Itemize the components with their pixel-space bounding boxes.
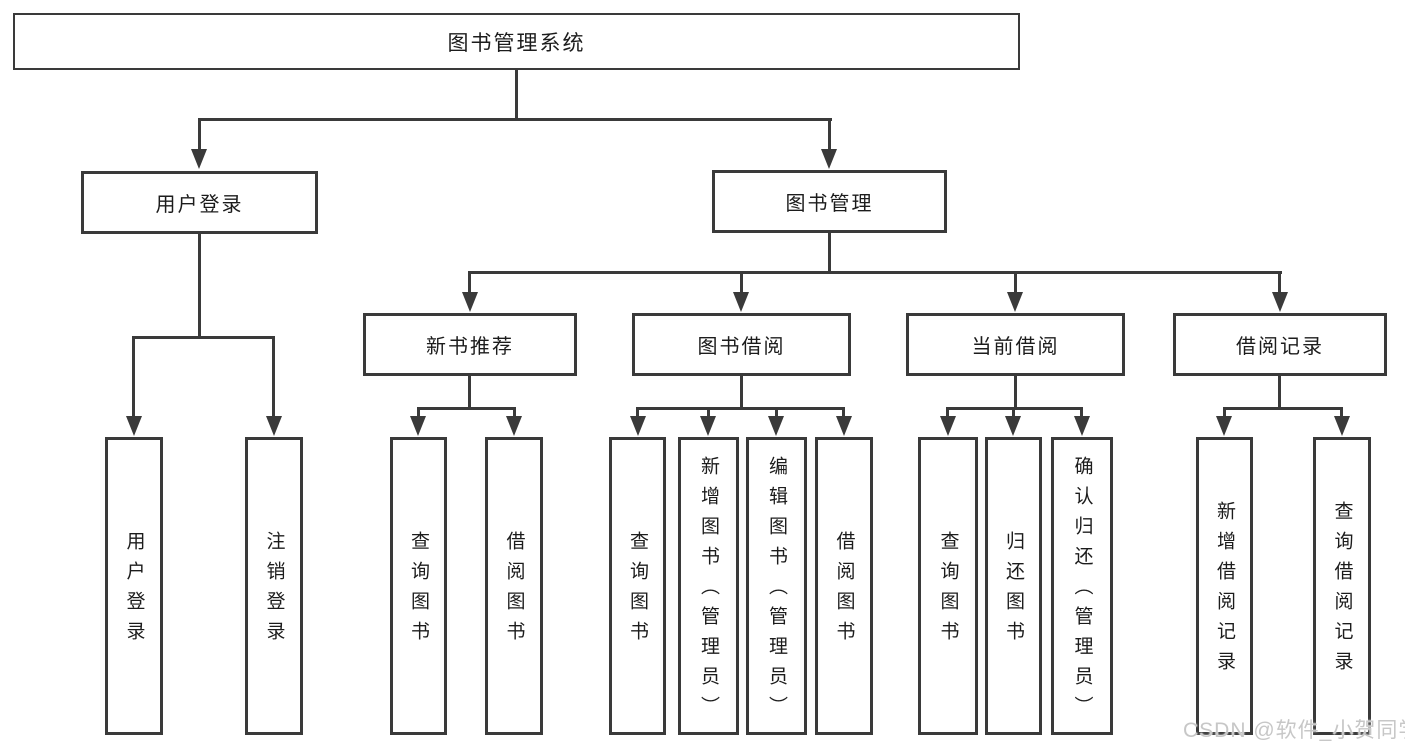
node-book-borrowing: 图书借阅 bbox=[632, 313, 851, 376]
node-root-system: 图书管理系统 bbox=[13, 13, 1020, 70]
connector-stem-records bbox=[1278, 271, 1281, 295]
arrow-down-logout-leaf bbox=[266, 416, 282, 436]
arrow-down-recd-leaf1 bbox=[1216, 416, 1232, 436]
connector-stem-recommend bbox=[468, 271, 471, 295]
connector-stem-user-login bbox=[198, 118, 201, 152]
connector-stem-recd-leaf2 bbox=[1340, 407, 1343, 420]
connector-records-riser bbox=[1278, 376, 1281, 407]
connector-stem-rec-leaf1 bbox=[417, 407, 420, 420]
node-search-book-recommend: 查询图书 bbox=[390, 437, 447, 735]
connector-stem-rec-leaf2 bbox=[513, 407, 516, 420]
connector-stem-bor-leaf4 bbox=[842, 407, 845, 420]
connector-stem-book-mgmt bbox=[828, 118, 831, 152]
arrow-down-current bbox=[1007, 292, 1023, 312]
connector-user-fork bbox=[132, 336, 275, 339]
connector-stem-cur-leaf2 bbox=[1012, 407, 1015, 420]
connector-stem-current bbox=[1014, 271, 1017, 295]
connector-stem-login-leaf bbox=[132, 336, 135, 420]
arrow-down-cur-leaf1 bbox=[940, 416, 956, 436]
node-edit-book-admin: 编辑图书（管理员） bbox=[746, 437, 807, 735]
node-search-borrow-record: 查询借阅记录 bbox=[1313, 437, 1371, 735]
connector-mgmt-riser bbox=[828, 233, 831, 271]
csdn-watermark: CSDN @软件_小贺同学 bbox=[1183, 719, 1405, 742]
connector-stem-cur-leaf1 bbox=[946, 407, 949, 420]
arrow-down-bor-leaf3 bbox=[768, 416, 784, 436]
arrow-down-cur-leaf3 bbox=[1074, 416, 1090, 436]
node-book-management-module: 图书管理 bbox=[712, 170, 947, 233]
connector-mgmt-fork bbox=[468, 271, 1282, 274]
connector-borrowing-riser bbox=[740, 376, 743, 407]
arrow-down-book-mgmt bbox=[821, 149, 837, 169]
connector-records-fork bbox=[1223, 407, 1343, 410]
node-borrow-book-borrowing: 借阅图书 bbox=[815, 437, 873, 735]
arrow-down-records bbox=[1272, 292, 1288, 312]
node-current-borrowing: 当前借阅 bbox=[906, 313, 1125, 376]
node-confirm-return-admin: 确认归还（管理员） bbox=[1051, 437, 1113, 735]
connector-current-riser bbox=[1014, 376, 1017, 407]
arrow-down-rec-leaf2 bbox=[506, 416, 522, 436]
connector-root-riser bbox=[515, 70, 518, 118]
node-logout-action: 注销登录 bbox=[245, 437, 303, 735]
arrow-down-rec-leaf1 bbox=[410, 416, 426, 436]
arrow-down-login-leaf bbox=[126, 416, 142, 436]
connector-root-fork bbox=[198, 118, 832, 121]
arrow-down-borrowing bbox=[733, 292, 749, 312]
node-return-book: 归还图书 bbox=[985, 437, 1042, 735]
arrow-down-recd-leaf2 bbox=[1334, 416, 1350, 436]
node-new-book-recommend: 新书推荐 bbox=[363, 313, 577, 376]
node-search-book-borrowing: 查询图书 bbox=[609, 437, 666, 735]
node-add-borrow-record: 新增借阅记录 bbox=[1196, 437, 1253, 735]
connector-stem-bor-leaf2 bbox=[707, 407, 710, 420]
node-borrowing-records: 借阅记录 bbox=[1173, 313, 1387, 376]
arrow-down-bor-leaf2 bbox=[700, 416, 716, 436]
connector-stem-borrowing bbox=[740, 271, 743, 295]
node-user-login-action: 用户登录 bbox=[105, 437, 163, 735]
node-user-login-module: 用户登录 bbox=[81, 171, 318, 234]
arrow-down-user-login bbox=[191, 149, 207, 169]
connector-borrowing-fork bbox=[636, 407, 845, 410]
connector-stem-logout-leaf bbox=[272, 336, 275, 420]
node-search-book-current: 查询图书 bbox=[918, 437, 978, 735]
connector-stem-bor-leaf1 bbox=[636, 407, 639, 420]
arrow-down-bor-leaf4 bbox=[836, 416, 852, 436]
arrow-down-bor-leaf1 bbox=[630, 416, 646, 436]
connector-stem-cur-leaf3 bbox=[1080, 407, 1083, 420]
connector-stem-bor-leaf3 bbox=[775, 407, 778, 420]
connector-recommend-riser bbox=[468, 376, 471, 407]
arrow-down-recommend bbox=[462, 292, 478, 312]
node-add-book-admin: 新增图书（管理员） bbox=[678, 437, 739, 735]
connector-recommend-fork bbox=[417, 407, 516, 410]
node-borrow-book-recommend: 借阅图书 bbox=[485, 437, 543, 735]
arrow-down-cur-leaf2 bbox=[1005, 416, 1021, 436]
connector-user-riser bbox=[198, 234, 201, 336]
connector-stem-recd-leaf1 bbox=[1223, 407, 1226, 420]
